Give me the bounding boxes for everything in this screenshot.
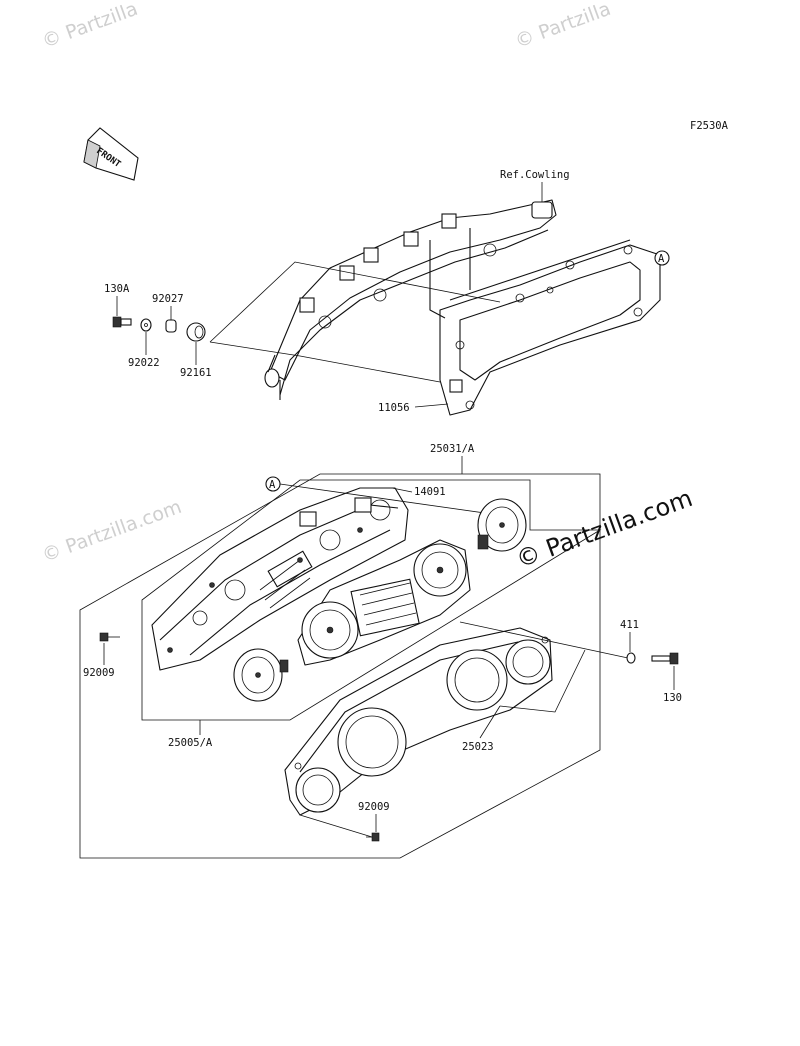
leader-11056	[414, 403, 449, 408]
callout-92027: 92027	[152, 293, 184, 305]
callout-92009-bottom: 92009	[358, 801, 390, 813]
small-gauge-left	[233, 648, 289, 702]
callout-92009-left: 92009	[83, 667, 115, 679]
watermark-top-right: © Partzilla	[512, 0, 614, 53]
watermark-top-left: © Partzilla	[39, 0, 141, 53]
callout-11056: 11056	[378, 402, 410, 414]
washer-icon-right	[626, 652, 636, 664]
callout-130: 130	[663, 692, 682, 704]
callout-14091: 14091	[414, 486, 446, 498]
front-arrow-icon: FRONT	[83, 127, 139, 181]
assembly-outline-25031A	[79, 473, 601, 859]
meter-case-drawing	[151, 487, 409, 671]
bolt-icon	[112, 316, 132, 328]
callout-130A: 130A	[104, 283, 130, 295]
collar-icon	[165, 319, 177, 333]
gauge-panel-drawing	[297, 539, 471, 666]
screw-icon-left	[99, 632, 120, 642]
ref-cowling-label: Ref.Cowling	[500, 169, 570, 181]
box-top-lines	[209, 261, 501, 343]
ref-a-label-mid: A	[269, 479, 276, 491]
small-gauge-right	[477, 498, 527, 552]
callout-92022: 92022	[128, 357, 160, 369]
leader-cover-fastener	[459, 621, 629, 659]
cowling-bracket-drawing	[264, 199, 557, 400]
screw-icon-bottom	[366, 832, 380, 842]
box-top-lines-2	[209, 341, 441, 383]
grommet-icon	[186, 322, 206, 342]
ref-a-label-top: A	[658, 253, 665, 265]
callout-411: 411	[620, 619, 639, 631]
cover-box-lines	[499, 649, 586, 713]
meter-bracket-11056	[439, 239, 661, 416]
callout-25023: 25023	[462, 741, 494, 753]
washer-icon	[140, 318, 152, 332]
callout-25005A: 25005/A	[168, 737, 213, 749]
callout-92161: 92161	[180, 367, 212, 379]
bolt-icon-right	[651, 652, 679, 665]
fastener-group-top	[112, 316, 206, 342]
assembly-outline-25005A	[141, 479, 602, 721]
watermark-mid-left: © Partzilla.com	[39, 496, 184, 567]
meter-cover-drawing	[284, 627, 553, 816]
leader-ref-a-mid	[279, 483, 521, 519]
leader-25023	[479, 705, 501, 739]
figure-code: F2530A	[690, 120, 729, 132]
ref-a-circle-top	[654, 250, 670, 266]
watermark-main: © Partzilla.com	[512, 484, 696, 574]
leader-screw-bottom-path	[299, 814, 373, 838]
callout-25031A: 25031/A	[430, 443, 475, 455]
